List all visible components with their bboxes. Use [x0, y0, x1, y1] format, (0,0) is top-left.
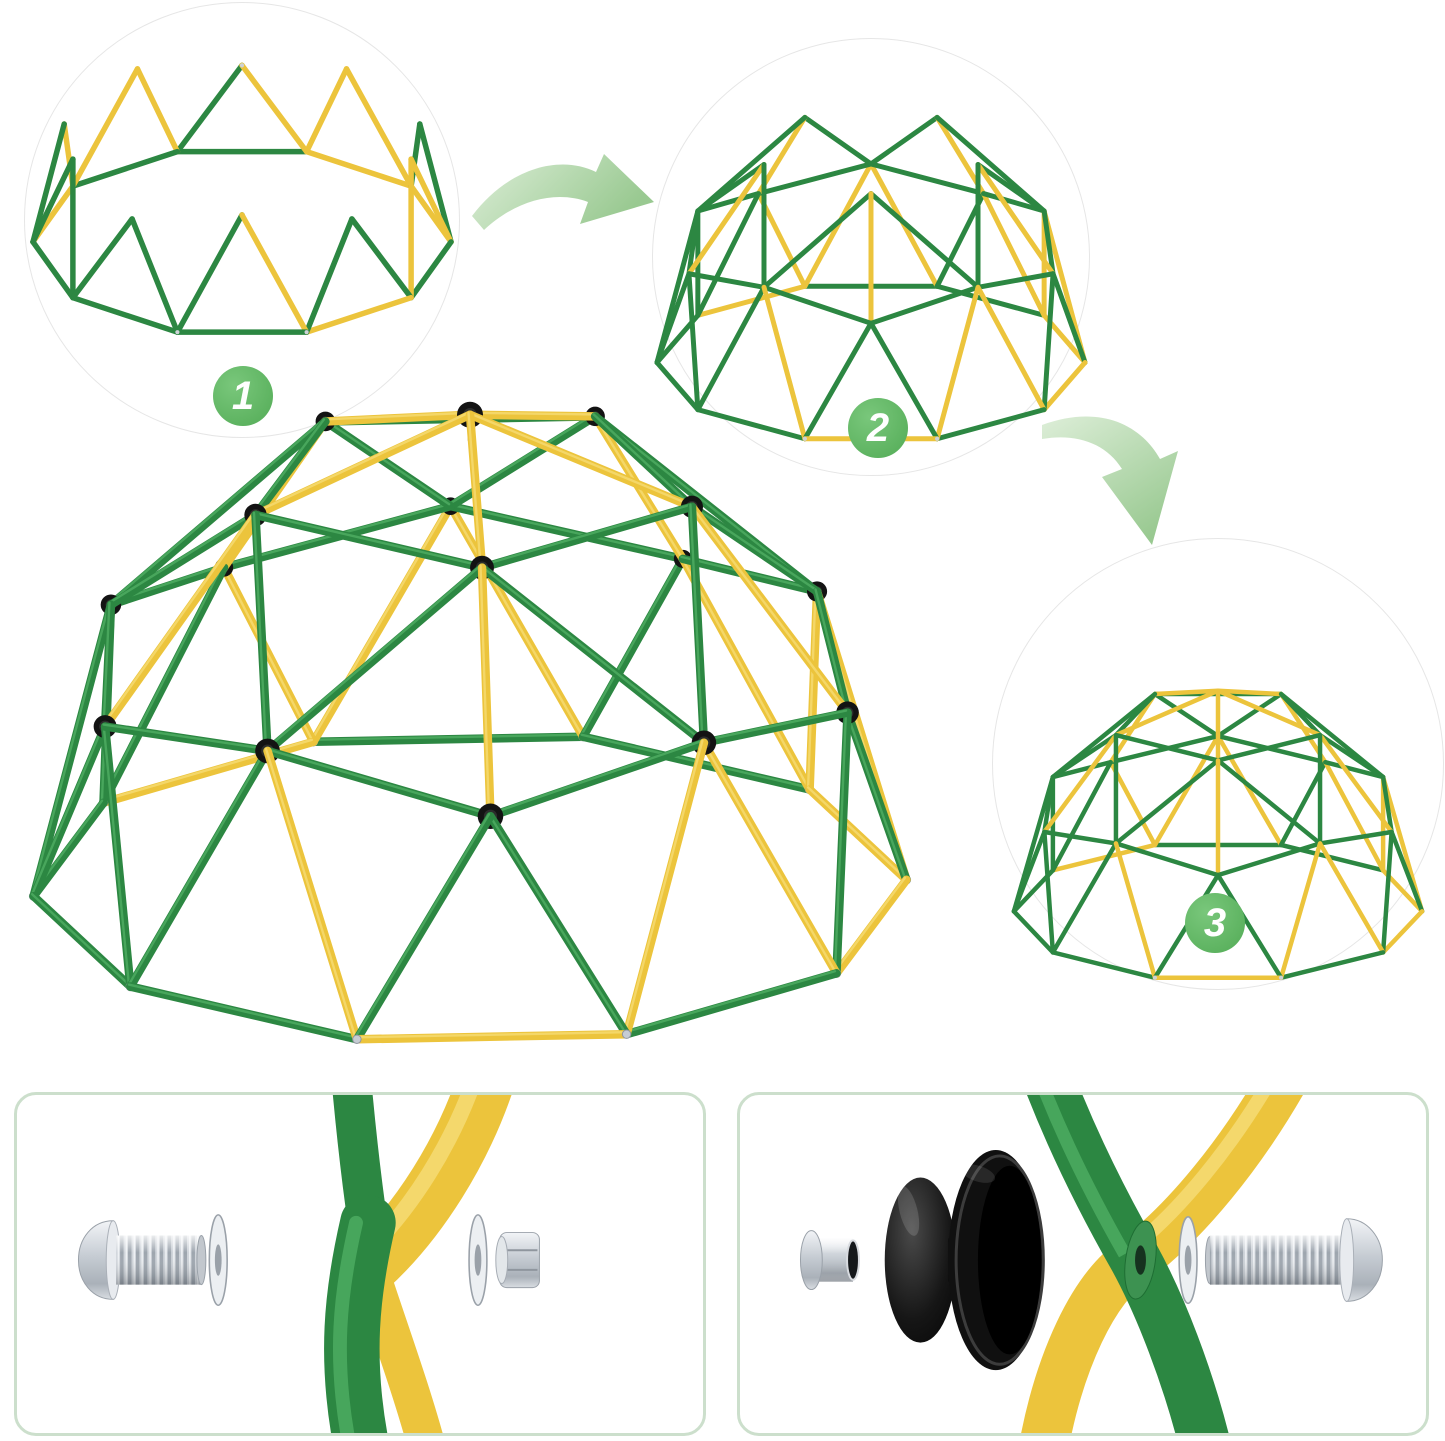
hardware-panel-bolt — [14, 1092, 706, 1436]
bolt-joint-exploded-view — [77, 1095, 540, 1433]
step1-base-ring-illustration — [30, 62, 454, 335]
crossed-flattened-tubes — [324, 1095, 512, 1433]
step1-number: 1 — [231, 374, 255, 418]
step3-complete-dome-illustration — [1011, 688, 1425, 980]
sleeve-nut — [799, 1230, 860, 1291]
knob-outer-cap — [948, 1150, 1045, 1371]
hex-nut — [495, 1232, 540, 1289]
main-dome-illustration — [10, 393, 915, 1088]
step2-number: 2 — [866, 406, 890, 450]
step1-circle — [24, 2, 460, 438]
step3-number: 3 — [1203, 901, 1227, 945]
arrow-right-icon — [472, 154, 654, 230]
hardware-panel-knob — [737, 1092, 1429, 1436]
arrow-down-icon — [1042, 416, 1178, 545]
assembled-dome-drawing — [28, 401, 912, 1044]
crossed-flattened-tubes — [1021, 1095, 1303, 1433]
washer — [468, 1214, 488, 1307]
knob-connector-exploded-view — [799, 1095, 1383, 1433]
step3-badge: 3 — [1185, 893, 1245, 953]
step2-badge: 2 — [848, 398, 908, 458]
pan-head-bolt — [77, 1220, 207, 1300]
step2-circle — [652, 38, 1090, 476]
washer — [1178, 1216, 1198, 1305]
washer — [208, 1214, 228, 1307]
pan-head-bolt — [1204, 1218, 1383, 1302]
step2-lower-dome-illustration — [654, 114, 1088, 442]
step1-badge: 1 — [213, 366, 273, 426]
